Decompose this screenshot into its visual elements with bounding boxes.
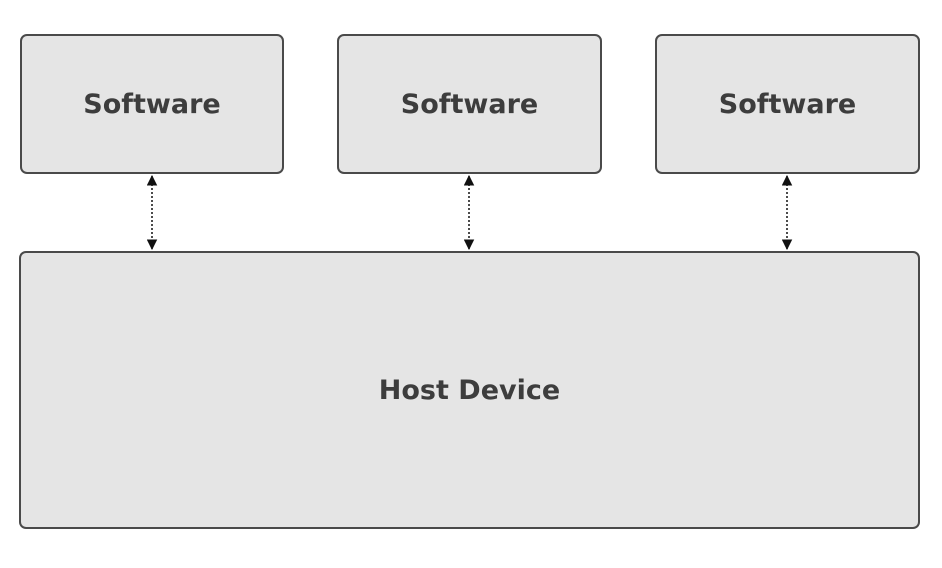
host-device-box: Host Device (19, 251, 920, 529)
software-label-2: Software (400, 88, 539, 120)
software-box-2: Software (337, 34, 602, 174)
software-box-3: Software (655, 34, 920, 174)
host-device-label: Host Device (378, 374, 561, 406)
software-label-3: Software (718, 88, 857, 120)
software-label-1: Software (83, 88, 221, 120)
software-box-1: Software (20, 34, 284, 174)
